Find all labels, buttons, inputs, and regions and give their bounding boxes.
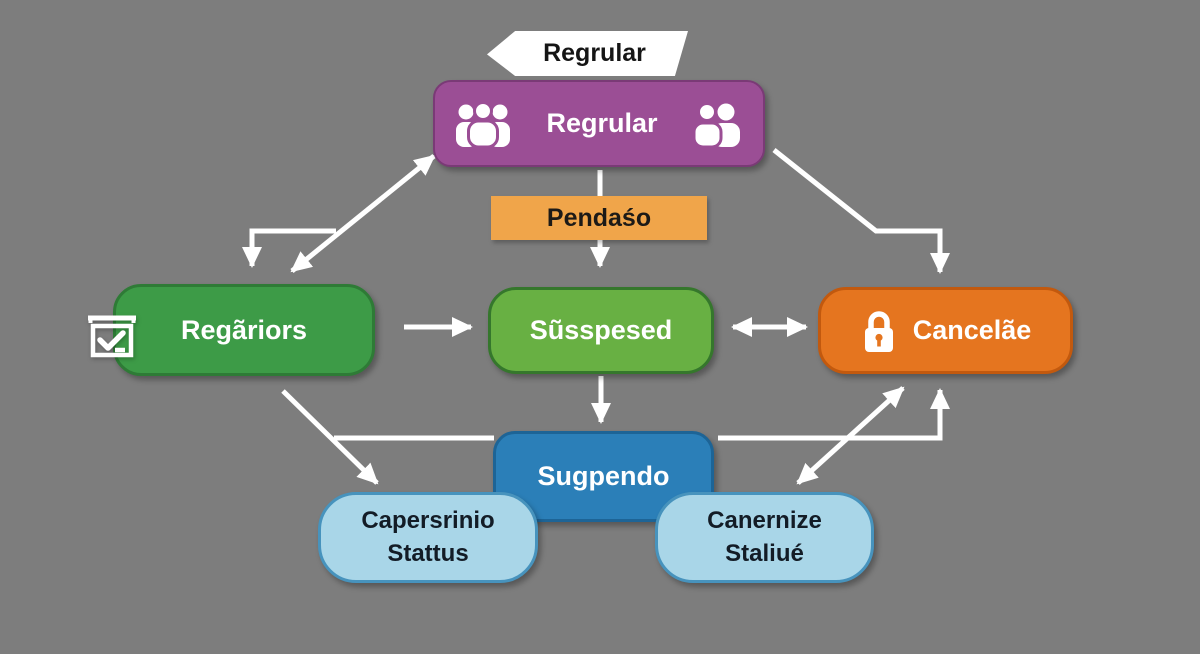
node-regular-label: Regrular <box>546 108 658 138</box>
node-regariors: Regãriors <box>113 284 375 376</box>
arrow-sugpendo-to-cancelae-elbow <box>718 388 950 441</box>
node-capersrinio: Capersrinio Stattus <box>318 492 538 583</box>
node-regariors-label: Regãriors <box>180 314 308 345</box>
node-canernize: Canernize Staliué <box>655 492 874 583</box>
node-canernize-line2: Staliué <box>725 539 804 567</box>
node-canernize-line1: Canernize <box>707 507 822 535</box>
arrow-regular-regariors-two-way <box>290 154 436 273</box>
people-group-2-icon <box>692 101 743 147</box>
title-ribbon: Regrular <box>487 31 688 76</box>
arrow-regular-to-cancelae-elbow <box>772 148 950 274</box>
arrow-regariors-to-capersrinio <box>281 389 379 485</box>
label-pendaso-text: Pendaśo <box>546 203 652 232</box>
arrow-cancelae-canernize-two-way <box>796 386 905 485</box>
node-capersrinio-line1: Capersrinio <box>361 507 495 535</box>
label-pendaso: Pendaśo <box>491 196 707 240</box>
people-group-3-icon <box>455 100 511 147</box>
node-cancelae-label: Cancelãe <box>912 315 1032 345</box>
title-ribbon-label: Regrular <box>543 39 646 67</box>
lock-icon <box>860 308 898 354</box>
node-susspesed-label: Sũsspesed <box>529 315 673 345</box>
node-susspesed: Sũsspesed <box>488 287 714 374</box>
node-cancelae: Cancelãe <box>818 287 1073 374</box>
ballot-check-icon <box>86 311 138 364</box>
arrow-regular-to-regariors-elbow <box>242 228 336 268</box>
node-regular: Regrular <box>433 80 765 167</box>
node-sugpendo-label: Sugpendo <box>537 461 670 491</box>
node-capersrinio-line2: Stattus <box>387 539 469 567</box>
